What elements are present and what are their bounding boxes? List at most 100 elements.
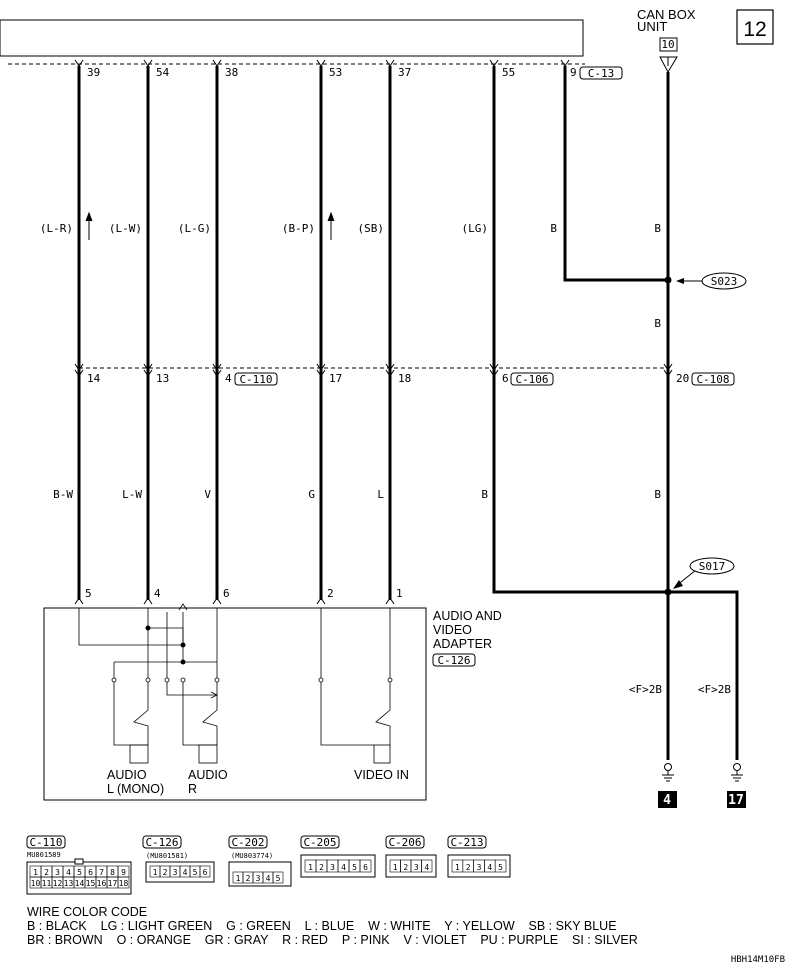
ground-number: 17 (728, 793, 744, 808)
pin-cell (421, 859, 433, 873)
pin-number: 5 (276, 874, 281, 883)
pin-number: 2 (403, 863, 408, 872)
wire-color-code-line2: BR : BROWN O : ORANGE GR : GRAY R : RED … (27, 933, 638, 947)
mid-pin: 13 (156, 372, 169, 385)
video-in-label: VIDEO IN (354, 768, 409, 782)
pin-number: 5 (77, 868, 82, 877)
adapter-pin: 5 (85, 587, 92, 600)
wire-color: (L-R) (40, 222, 73, 235)
adapter-label-line3: ADAPTER (433, 637, 492, 651)
wire-color: (B-P) (282, 222, 315, 235)
adapter-label-line1: AUDIO AND (433, 609, 502, 623)
pin-number: 1 (33, 868, 38, 877)
pin-number: 4 (266, 874, 271, 883)
mid-pin: 4 (225, 372, 232, 385)
c110-box (234, 372, 278, 386)
top-connector-id: C-13 (588, 67, 615, 80)
wire-color: L-W (122, 488, 142, 501)
pin-cell (359, 859, 372, 873)
pin-number: 7 (99, 868, 104, 877)
ground-number-box (727, 791, 746, 808)
c106-box (510, 372, 554, 386)
pin-number: 4 (341, 863, 346, 872)
top-pin: 9 (570, 66, 577, 79)
audio-l-label-1: AUDIO (107, 768, 147, 782)
ground-wire-label: <F>2B (629, 683, 662, 696)
legend-id: C-126 (145, 836, 178, 849)
pin-number: 2 (44, 868, 49, 877)
c110-face (26, 861, 132, 895)
legend-id-box (300, 835, 340, 849)
can-box-label-line1: CAN BOX (637, 7, 696, 22)
adapter-connector-id: C-126 (437, 654, 470, 667)
pin-number: 6 (363, 863, 368, 872)
legend-id-box (228, 835, 268, 849)
c106-id: C-106 (515, 373, 548, 386)
legend-id: C-213 (450, 836, 483, 849)
splice-s017-label: S017 (699, 560, 726, 573)
wire-color: B (654, 317, 661, 330)
wire-color: (L-G) (178, 222, 211, 235)
pin-number: 5 (352, 863, 357, 872)
pin-number: 12 (53, 879, 63, 888)
top-pin-labels: 39 54 38 53 37 55 9 (87, 66, 577, 79)
pin-number: 3 (256, 874, 261, 883)
c108-box (691, 372, 735, 386)
wire-9-s023 (563, 66, 668, 282)
wire-color-code-line1: B : BLACK LG : LIGHT GREEN G : GREEN L :… (27, 919, 617, 933)
top-connector-box (579, 66, 623, 80)
figure-code: HBH14M10FB (731, 955, 785, 965)
pin-number: 3 (477, 863, 482, 872)
top-unit-box (0, 19, 584, 57)
pin-number: 1 (455, 863, 460, 872)
splice-s023-arrow-icon (676, 278, 684, 284)
pin-number: 4 (66, 868, 71, 877)
signal-arrow-icons (85, 211, 335, 240)
wire-color: (L-W) (109, 222, 142, 235)
pin-number: 1 (236, 874, 241, 883)
top-pin: 55 (502, 66, 515, 79)
pin-number: 18 (119, 879, 129, 888)
ground-number: 4 (663, 793, 671, 808)
pin-number: 1 (393, 863, 398, 872)
top-pin: 39 (87, 66, 100, 79)
adapter-jack-boxes (129, 744, 391, 764)
pin-cell (272, 871, 284, 884)
adapter-pin: 2 (327, 587, 334, 600)
splice-s023-dot (664, 276, 672, 284)
pin-number: 3 (330, 863, 335, 872)
mid-pin: 20 (676, 372, 689, 385)
wire-color: (SB) (358, 222, 385, 235)
can-box-label-line2: UNIT (637, 19, 667, 34)
ground-wire-label: <F>2B (698, 683, 731, 696)
legend-id: C-205 (303, 836, 336, 849)
wire-s017-ground17 (668, 590, 739, 760)
c110-key (74, 858, 84, 865)
adapter-pin: 4 (154, 587, 161, 600)
pin-number: 4 (487, 863, 492, 872)
legend-id-box (447, 835, 487, 849)
pin-number: 2 (466, 863, 471, 872)
mid-pin: 18 (398, 372, 411, 385)
adapter-pin: 1 (396, 587, 403, 600)
wire-color: B (481, 488, 488, 501)
pin-number: 2 (319, 863, 324, 872)
upper-wire-colors: (L-R) (L-W) (L-G) (B-P) (SB) (LG) B B (40, 222, 662, 235)
pin-number: 5 (193, 868, 198, 877)
connector-chevrons (74, 59, 673, 605)
lower-wire-colors: B-W L-W V G L B B (53, 488, 661, 501)
c202-face (228, 861, 292, 887)
mid-pin: 17 (329, 372, 342, 385)
pin-number: 6 (88, 868, 93, 877)
pin-number: 14 (75, 879, 85, 888)
wire-color: V (204, 488, 211, 501)
legend-id: C-110 (29, 836, 62, 849)
pin-number: 1 (153, 868, 158, 877)
pin-number: 6 (203, 868, 208, 877)
ground-number-box (658, 791, 677, 808)
pin-number: 9 (121, 868, 126, 877)
